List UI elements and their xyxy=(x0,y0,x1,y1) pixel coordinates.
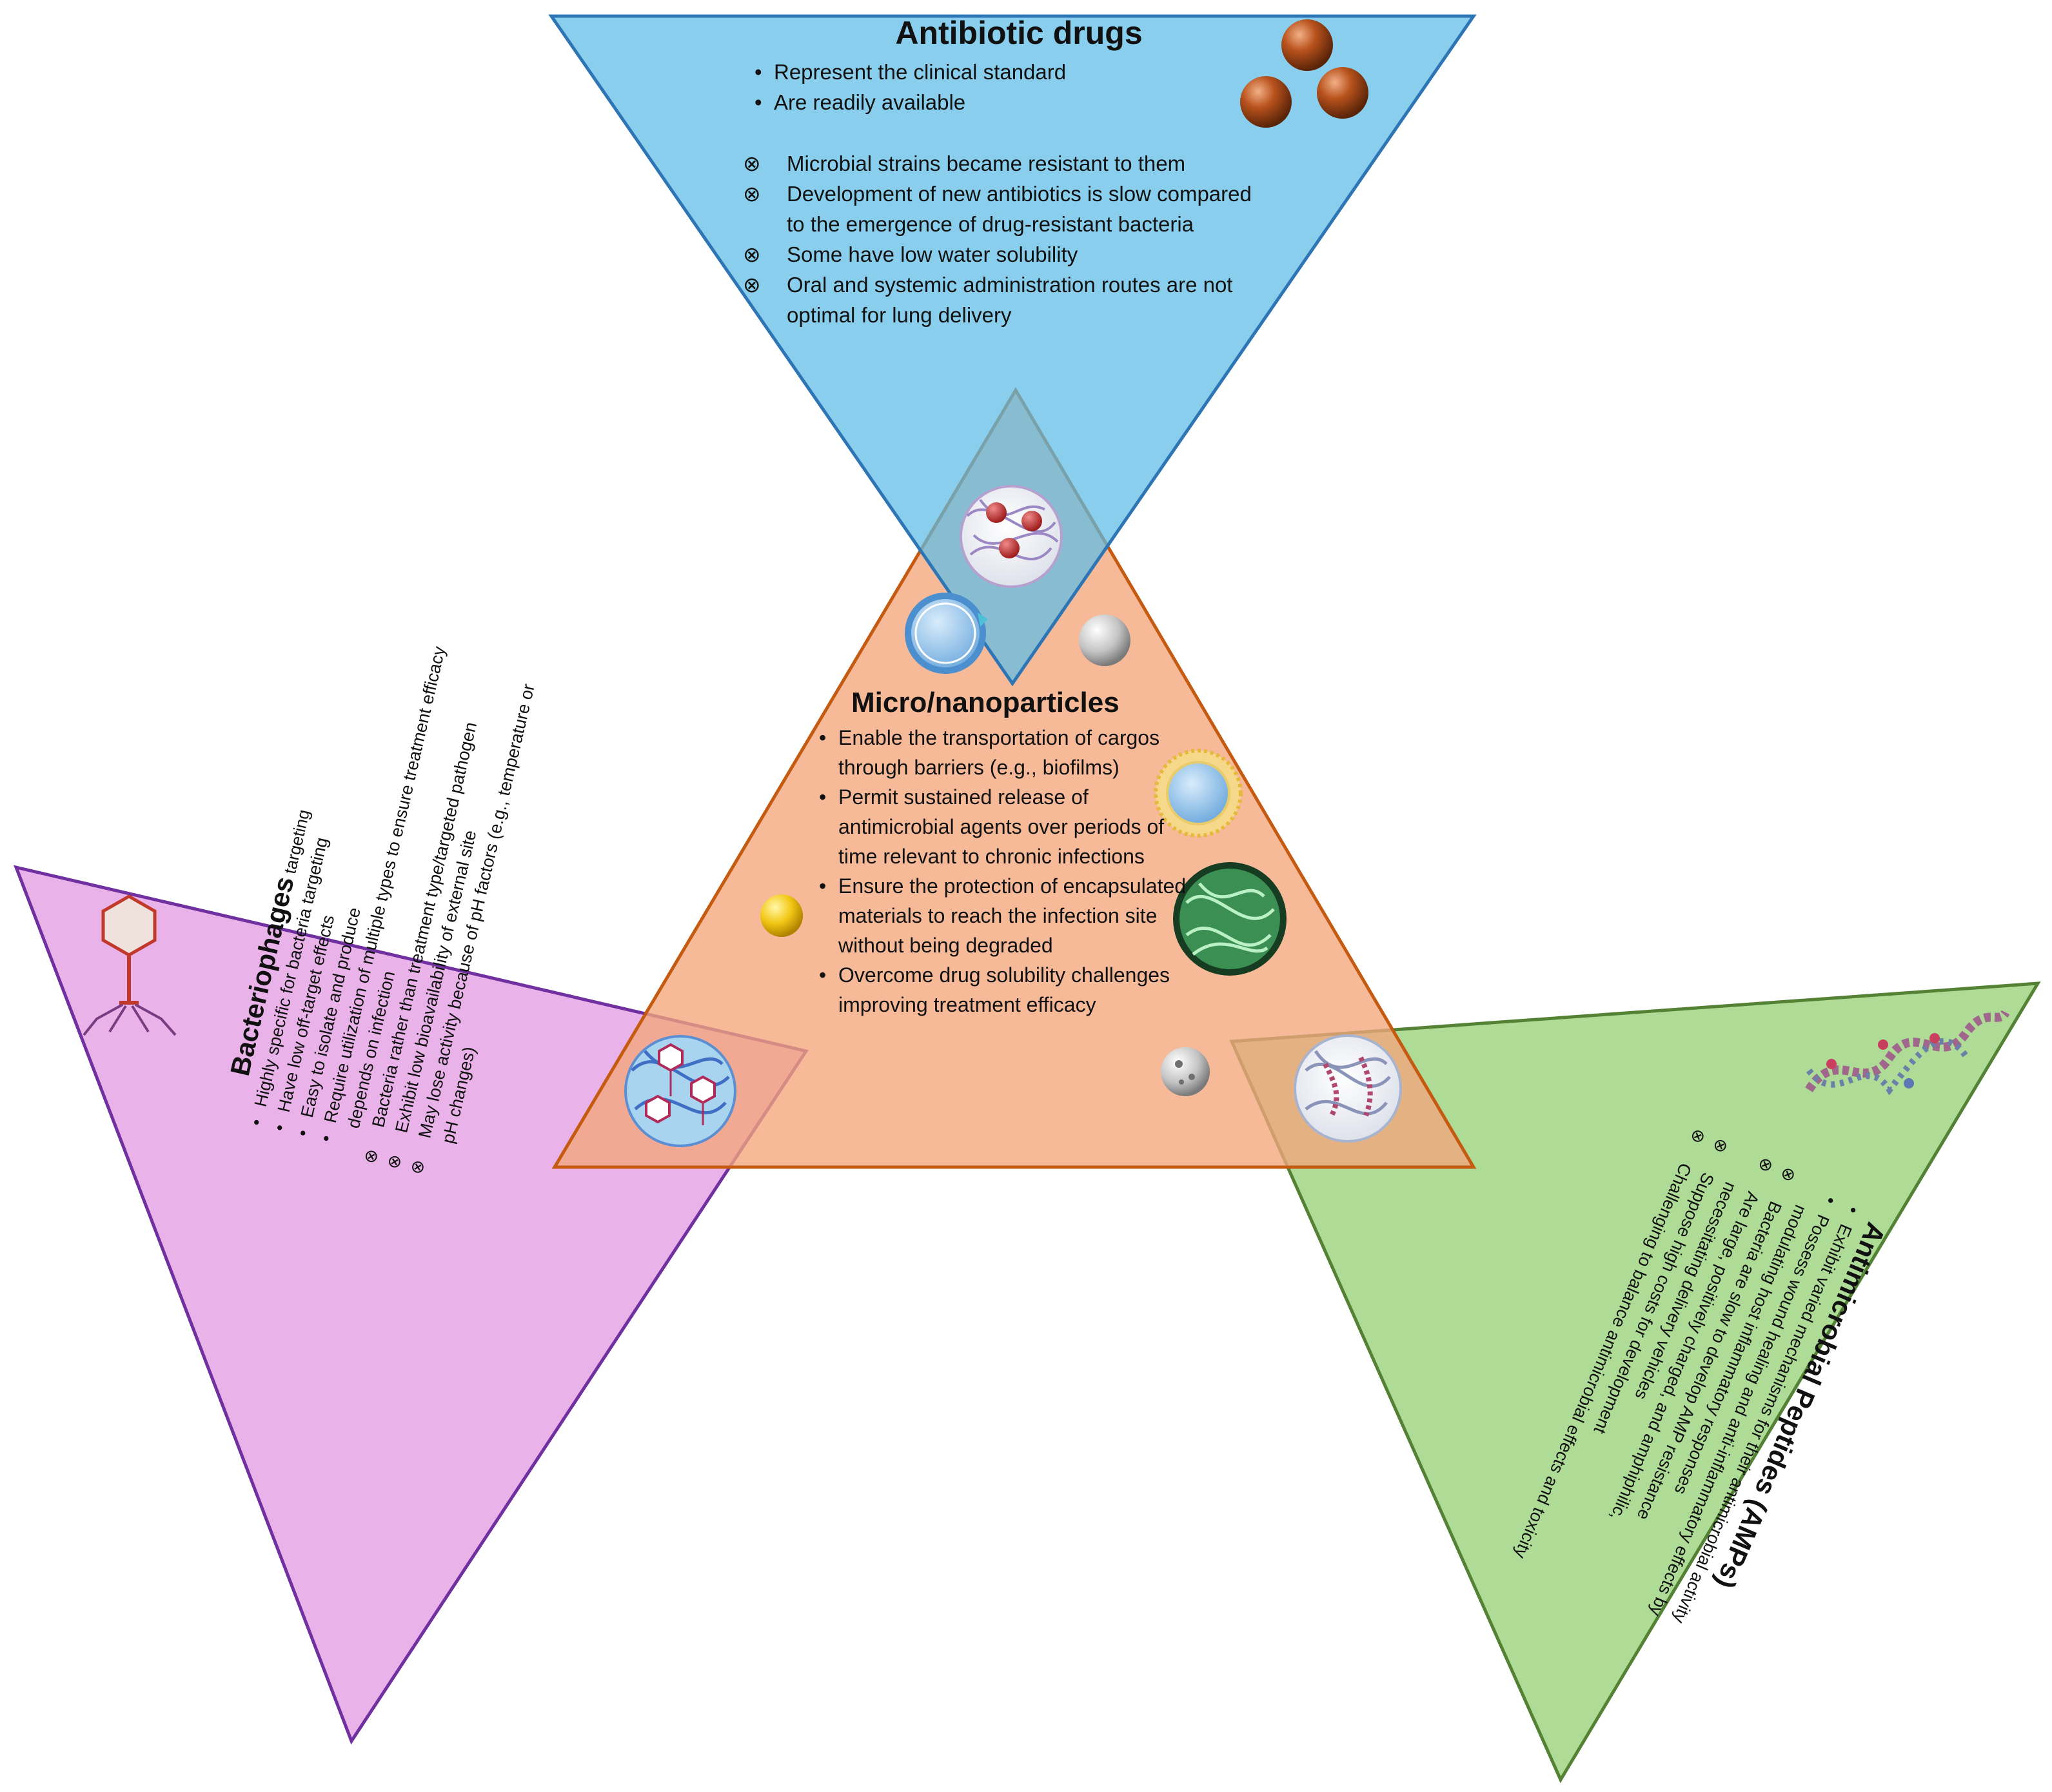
list-item: Ensure the protection of encapsulated ma… xyxy=(819,871,1199,960)
list-item: Some have low water solubility xyxy=(743,239,1270,270)
silver-sphere-icon xyxy=(1079,615,1130,666)
list-item: Oral and systemic administration routes … xyxy=(743,270,1270,330)
list-item: Enable the transportation of cargos thro… xyxy=(819,723,1199,782)
antibiotic-drugs-title: Antibiotic drugs xyxy=(895,15,1143,51)
list-item: Microbial strains became resistant to th… xyxy=(743,148,1270,179)
list-item: Represent the clinical standard xyxy=(755,57,1270,87)
antibiotic-drugs-list: Represent the clinical standard Are read… xyxy=(742,57,1270,330)
antibiotic-drugs-panel: Antibiotic drugs Represent the clinical … xyxy=(742,14,1296,330)
phage-particle-icon xyxy=(624,1035,736,1147)
list-item: Permit sustained release of antimicrobia… xyxy=(819,782,1199,871)
hydrogel-particle-icon xyxy=(1173,862,1287,976)
list-item: Are readily available xyxy=(755,87,1270,117)
micro-nanoparticles-title: Micro/nanoparticles xyxy=(851,687,1120,718)
gold-sphere-icon xyxy=(760,894,803,937)
list-item: Development of new antibiotics is slow c… xyxy=(743,179,1270,239)
bacteriophage-icon xyxy=(83,894,177,1036)
micro-nanoparticles-panel: Micro/nanoparticles Enable the transport… xyxy=(819,687,1199,1019)
porous-sphere-icon xyxy=(1161,1047,1210,1096)
polymer-nanoparticle-icon xyxy=(960,485,1063,588)
list-item: Overcome drug solubility challenges impr… xyxy=(819,960,1199,1019)
liposome-icon xyxy=(905,593,988,674)
peptide-structure-icon xyxy=(1805,1010,2010,1096)
peptide-nanoparticle-icon xyxy=(1294,1034,1402,1143)
micro-nanoparticles-list: Enable the transportation of cargos thro… xyxy=(819,723,1199,1019)
